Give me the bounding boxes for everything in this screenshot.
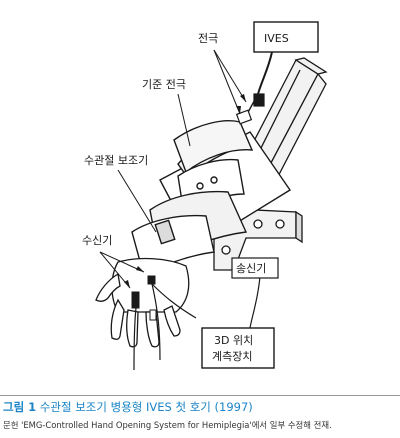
ives-unit: IVES	[253, 21, 319, 53]
position-3d-label-2: 계측장치	[212, 350, 252, 363]
receiver-arrow-1	[124, 280, 130, 288]
reference-pointer	[177, 93, 191, 147]
electrode-label: 전극	[198, 32, 218, 45]
electrode-pointer-2	[213, 49, 241, 115]
figure-source: 문헌 'EMG-Controlled Hand Opening System f…	[3, 420, 332, 430]
transmitter-box	[231, 257, 279, 279]
position-cable	[249, 275, 261, 329]
position-3d-label-1: 3D 위치	[214, 334, 253, 347]
ives-box	[253, 21, 319, 53]
figure-caption: 그림 1 수관절 보조기 병용형 IVES 첫 호기 (1997)	[3, 400, 397, 415]
receiver-arrow-2	[136, 266, 144, 272]
figure-title: 수관절 보조기 병용형 IVES 첫 호기 (1997)	[39, 400, 253, 414]
transmitter-label: 송신기	[236, 262, 266, 275]
reference-electrode-label: 기준 전극	[142, 78, 186, 91]
receiver-label: 수신기	[82, 234, 112, 247]
figure-number: 그림 1	[3, 400, 37, 414]
hand-cable-1	[133, 307, 137, 371]
hand-cable-2	[151, 283, 197, 319]
position-3d-unit: 3D 위치 계측장치	[201, 327, 275, 369]
wrist-orthosis-pointer	[117, 169, 157, 233]
caption-area: 그림 1 수관절 보조기 병용형 IVES 첫 호기 (1997) 문헌 'EM…	[0, 395, 400, 438]
hand	[95, 257, 190, 348]
electrode-arrow-1	[240, 94, 246, 102]
electrode-pointer-1	[213, 49, 247, 103]
ives-cable	[257, 51, 273, 95]
ives-diagram: IVES	[82, 21, 328, 371]
transmitter-unit: 송신기	[231, 257, 279, 279]
hand-electrodes	[131, 275, 157, 321]
wrist-orthosis-label: 수관절 보조기	[84, 154, 148, 167]
position-3d-box	[201, 327, 275, 369]
hand-cable-3	[151, 283, 161, 361]
ives-label: IVES	[264, 32, 289, 45]
caption-divider	[0, 395, 400, 396]
electrode-arrow-2	[236, 106, 241, 114]
